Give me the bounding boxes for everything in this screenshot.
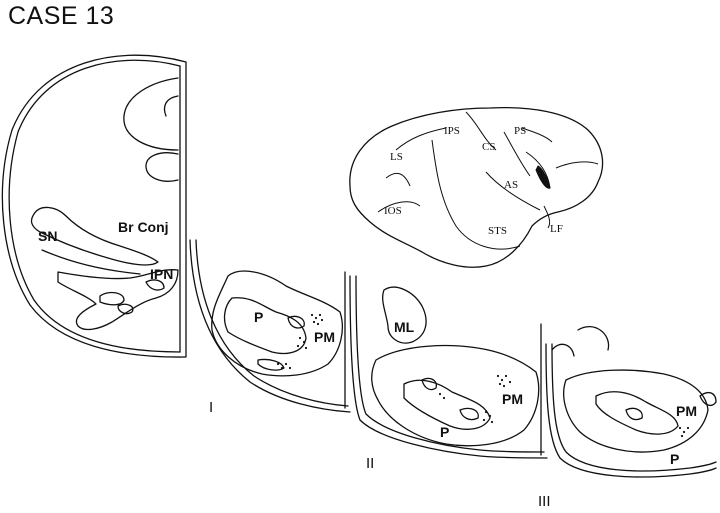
brain-label-ips: IPS [444, 125, 460, 137]
brain-lateral-view: IPS PS CS LS AS IOS STS LF [349, 107, 604, 268]
sulcus-sts [431, 139, 521, 250]
injection-site-mark [535, 165, 551, 189]
label-section-3-pm: PM [676, 403, 697, 419]
brain-label-ps: PS [514, 125, 526, 137]
section-1: P PM I [189, 239, 351, 416]
section-2-loop-1 [421, 377, 437, 391]
sulcus-ls [385, 172, 411, 187]
sulcus-cs [503, 131, 531, 177]
ipn-inner-1 [99, 291, 125, 306]
main-section-inner-outline [8, 59, 181, 353]
brain-label-as: AS [504, 179, 518, 191]
brain-outline [349, 107, 604, 268]
section-main: SN Br Conj IPN [1, 54, 187, 358]
section-1-small-loop [257, 358, 285, 371]
substantia-nigra-band [30, 206, 159, 266]
label-section-2-numeral: II [366, 455, 374, 472]
section-3-outer-curve-inner [551, 343, 717, 472]
section-1-loop-2 [287, 315, 305, 329]
ipn-inner-2 [117, 303, 134, 315]
label-section-1-pm: PM [314, 329, 335, 345]
sulcus-ps [521, 127, 553, 143]
brain-label-cs: CS [482, 141, 495, 153]
ipn-region [57, 269, 179, 331]
section-3-label-dots [678, 426, 690, 438]
section-3-loop [625, 407, 643, 421]
main-section-outline [1, 54, 187, 358]
label-section-3-numeral: III [538, 493, 551, 510]
sulcus-frontal [555, 161, 599, 169]
upper-lobe [123, 77, 179, 151]
sulcus-sts-branch [485, 171, 541, 211]
section-2-inner-tract [403, 379, 491, 430]
section-2-ml-lobe [382, 286, 427, 344]
label-section-2-pm: PM [502, 391, 523, 407]
section-3-outer-curve [545, 343, 717, 478]
sulcus-ips [465, 111, 497, 151]
section-1-label-dots [276, 313, 324, 370]
small-fold [163, 95, 179, 117]
sulcus-ls-upper [395, 127, 447, 151]
figure-title: CASE 13 [8, 2, 115, 30]
section-2-label-dots [438, 374, 512, 424]
section-1-inner-tract [223, 297, 307, 355]
label-section-2-ml: ML [394, 319, 415, 335]
middle-lobe [145, 152, 179, 182]
label-section-3-p: P [670, 451, 679, 467]
section-2-outer-curve-inner [355, 275, 545, 453]
section-3-small-lobe [551, 343, 575, 357]
label-section-1-p: P [254, 309, 263, 325]
label-br-conj: Br Conj [118, 219, 169, 235]
ipn-inner-3 [145, 279, 165, 291]
sulcus-ios [377, 201, 421, 213]
brain-label-ios: IOS [384, 205, 402, 217]
label-section-1-numeral: I [209, 399, 213, 416]
section-2-pons-body [371, 344, 540, 447]
section-3-upper-lobe [577, 326, 610, 351]
section-3: PM P III [538, 326, 717, 510]
section-2: ML PM P II [349, 275, 548, 472]
section-1-outer-curve [189, 239, 351, 413]
section-1-outer-curve-inner [195, 239, 349, 407]
section-2-outer-curve [349, 275, 548, 459]
label-ipn: IPN [150, 266, 173, 282]
sn-lower-contour [41, 249, 141, 275]
section-3-right-fold [699, 391, 717, 407]
label-sn: SN [38, 228, 57, 244]
section-3-pons-body [563, 369, 709, 453]
section-2-loop-2 [459, 407, 479, 421]
section-1-pons-body [211, 270, 343, 377]
section-3-inner-tract [595, 391, 679, 435]
brain-label-ls: LS [390, 151, 403, 163]
label-section-2-p: P [440, 424, 449, 440]
brain-label-lf: LF [550, 223, 563, 235]
sulcus-lf [543, 205, 551, 229]
brain-label-sts: STS [488, 225, 507, 237]
